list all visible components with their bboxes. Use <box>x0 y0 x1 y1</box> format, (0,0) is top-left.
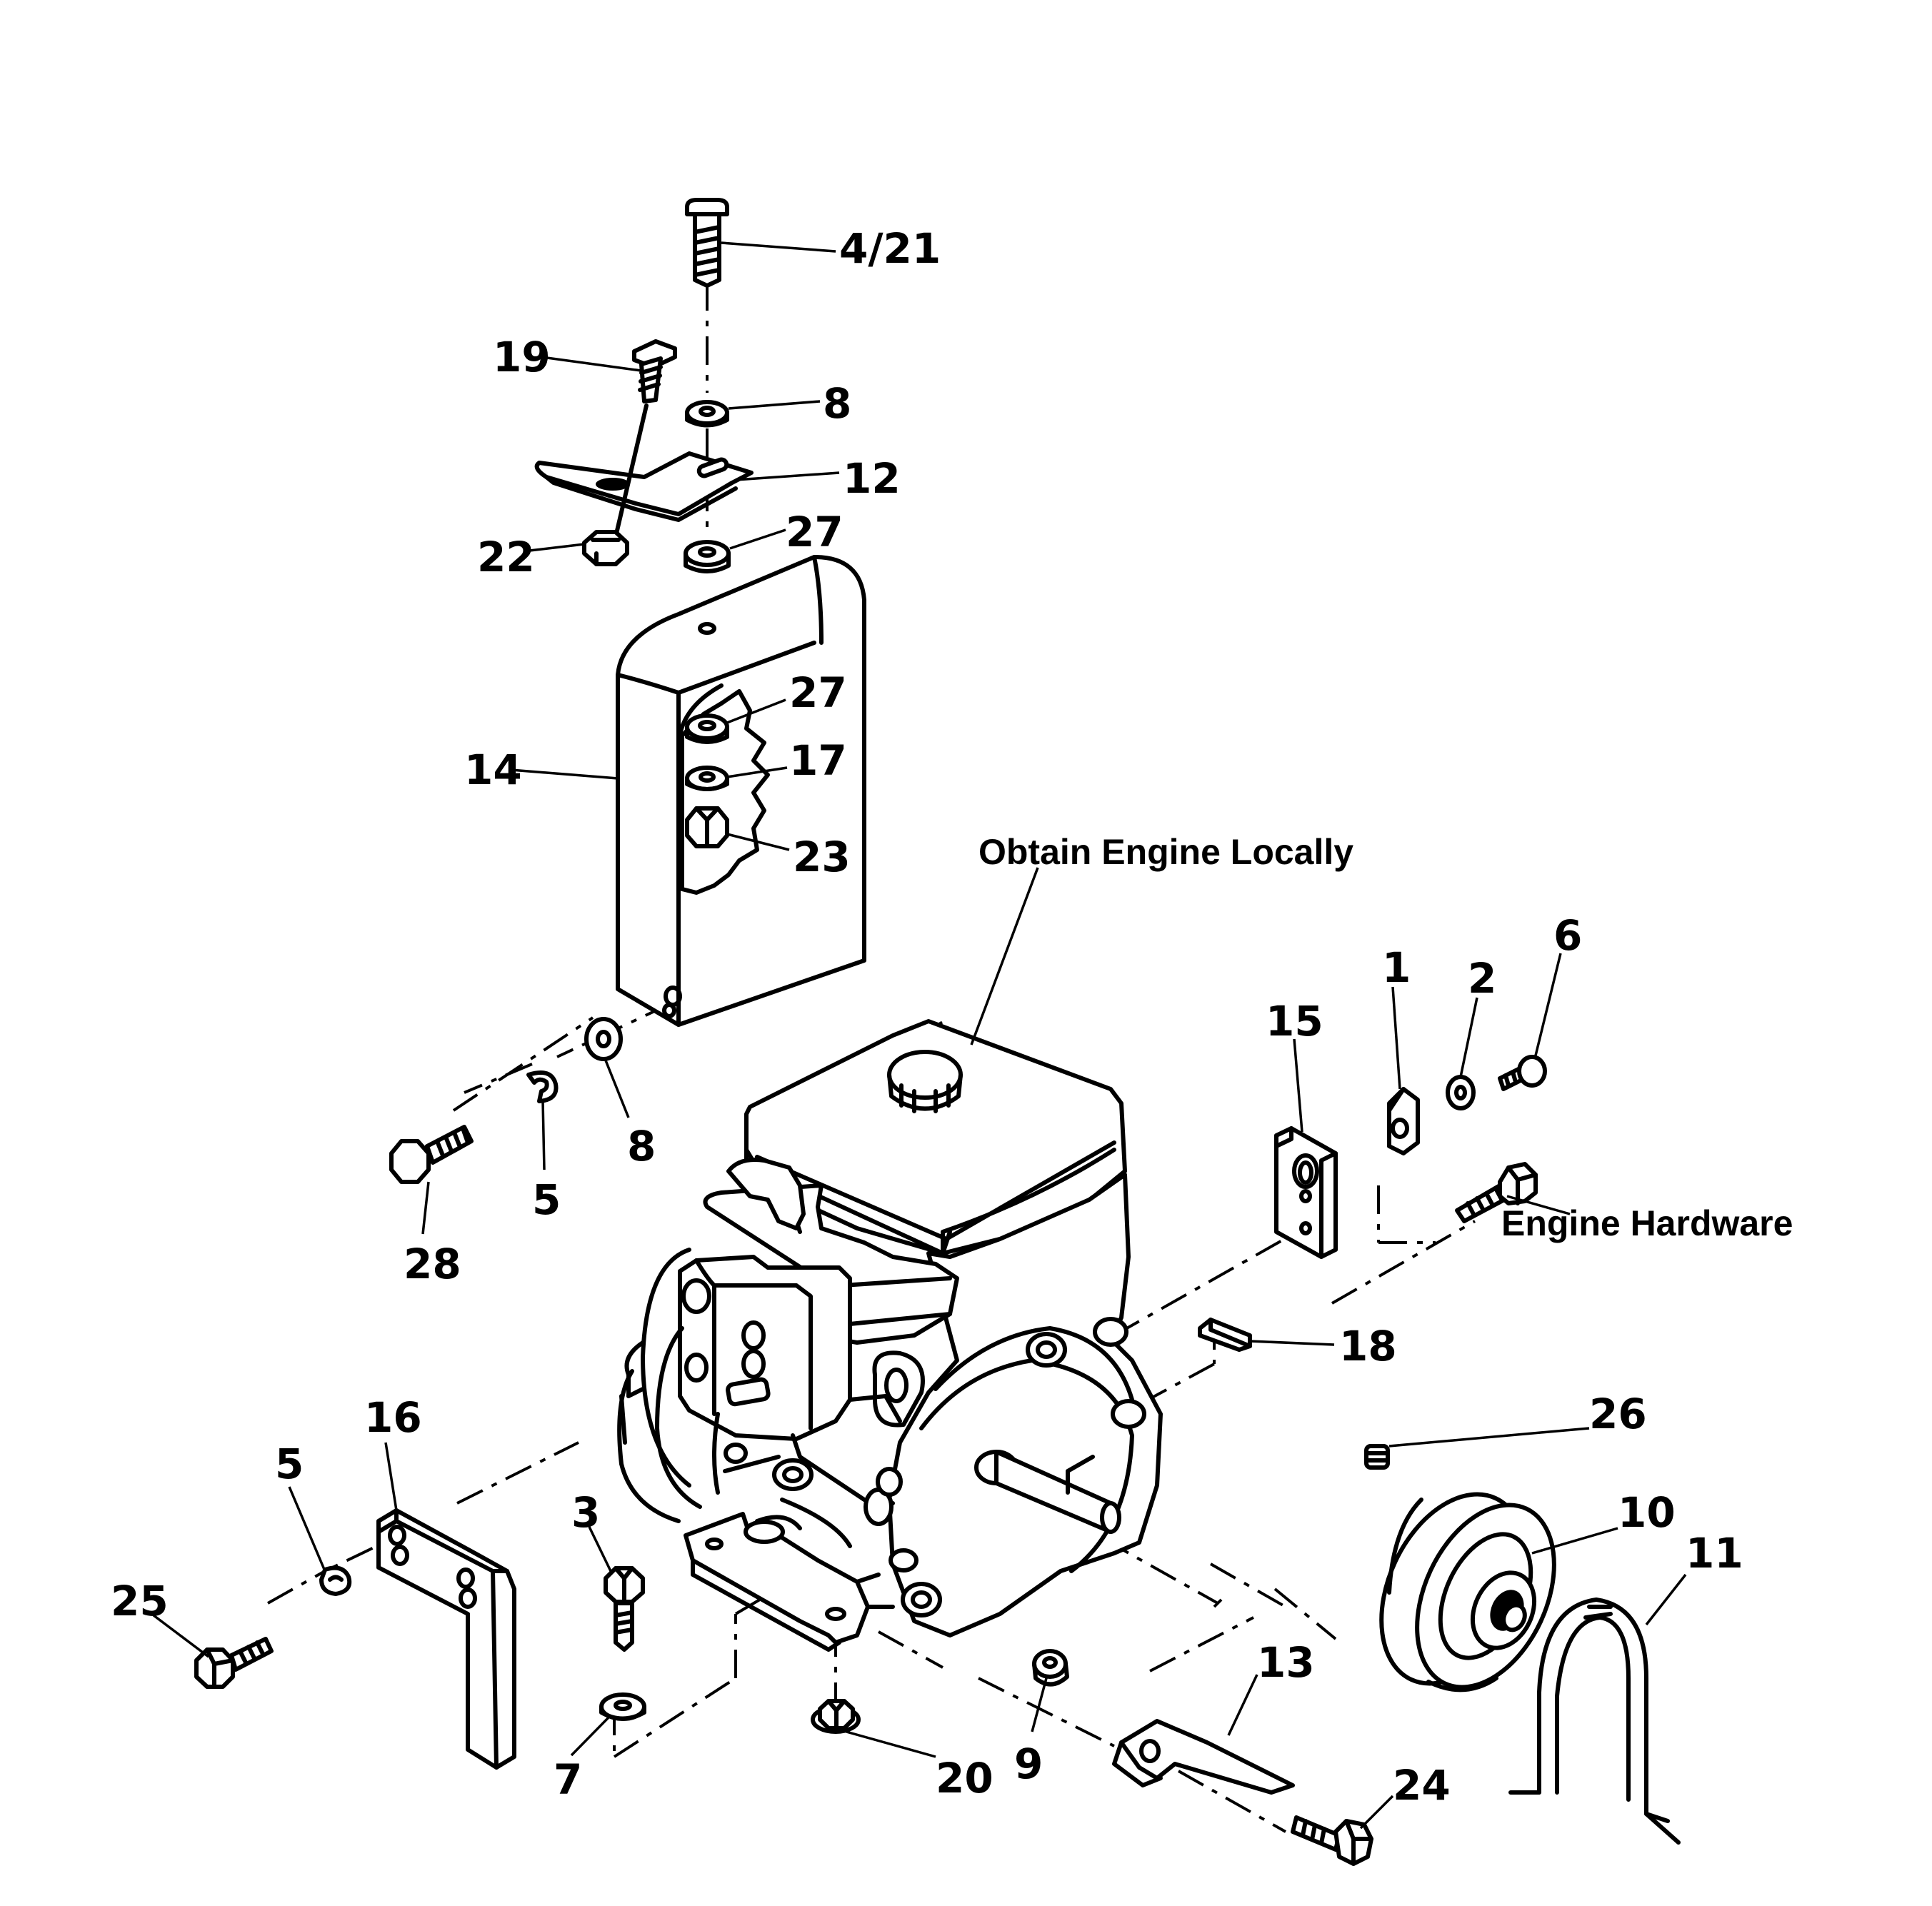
callout-27-top: 27 <box>786 508 844 556</box>
lock-washer-5-lower <box>319 1565 352 1596</box>
callout-24: 24 <box>1393 1761 1451 1810</box>
callout-5-upper: 5 <box>532 1175 561 1224</box>
bolt-28 <box>389 1125 474 1184</box>
callout-8-lower: 8 <box>627 1122 656 1170</box>
bolt-25 <box>194 1637 274 1689</box>
bracket-13 <box>1112 1719 1295 1795</box>
callout-25: 25 <box>111 1577 169 1625</box>
nut-22 <box>582 530 629 566</box>
callout-7: 7 <box>554 1755 582 1804</box>
callout-5-lower: 5 <box>275 1440 304 1488</box>
callout-23: 23 <box>793 833 851 881</box>
callout-4-21: 4/21 <box>839 224 941 273</box>
callout-15: 15 <box>1266 997 1323 1045</box>
washer-17 <box>685 766 729 791</box>
nut-23 <box>685 806 729 848</box>
callout-1: 1 <box>1382 943 1411 992</box>
spacer-9 <box>1032 1649 1069 1687</box>
spacer-27-top <box>684 540 731 573</box>
lock-washer-5-upper <box>526 1070 559 1103</box>
bolt-24 <box>1291 1815 1373 1866</box>
notes: Obtain Engine Locally Engine Hardware <box>978 832 1793 1243</box>
bracket-15 <box>1274 1126 1338 1259</box>
key-18 <box>1198 1318 1252 1352</box>
callout-11: 11 <box>1686 1529 1743 1578</box>
callout-6: 6 <box>1553 911 1582 960</box>
callout-3: 3 <box>571 1488 600 1537</box>
callout-28: 28 <box>404 1240 461 1288</box>
lock-washer-2 <box>1446 1075 1476 1110</box>
set-screw-26 <box>1364 1444 1390 1470</box>
bolt-4-21 <box>685 198 729 288</box>
callout-13: 13 <box>1257 1638 1315 1687</box>
washer-8-top <box>685 400 729 428</box>
bolt-19 <box>612 339 677 545</box>
clip-1 <box>1387 1087 1420 1155</box>
bolt-3 <box>604 1566 645 1652</box>
callout-8-top: 8 <box>823 379 851 428</box>
washer-8-lower <box>584 1017 623 1061</box>
callout-10: 10 <box>1618 1488 1676 1537</box>
bracket-16 <box>376 1508 516 1770</box>
callout-19: 19 <box>493 333 551 381</box>
callout-2: 2 <box>1468 954 1496 1003</box>
callout-16: 16 <box>364 1393 422 1442</box>
note-obtain-engine-locally: Obtain Engine Locally <box>978 832 1353 872</box>
belt-11 <box>1508 1597 1681 1845</box>
callout-20: 20 <box>936 1754 993 1802</box>
flange-nut-20 <box>811 1699 861 1734</box>
callout-9: 9 <box>1014 1740 1043 1788</box>
note-engine-hardware: Engine Hardware <box>1501 1203 1793 1243</box>
engine <box>617 1019 1163 1652</box>
callout-labels: 4/21 19 8 12 22 27 27 17 23 14 28 5 8 15… <box>111 224 1743 1810</box>
pulley-10 <box>1379 1492 1556 1692</box>
bracket-12 <box>534 451 754 522</box>
washer-7 <box>599 1692 646 1721</box>
screw-6 <box>1498 1055 1547 1091</box>
callout-12: 12 <box>843 454 901 503</box>
callout-14: 14 <box>464 746 522 794</box>
spacer-27-inner <box>685 713 729 744</box>
leader-lines <box>152 241 1687 1830</box>
engine-hardware-bolt <box>1455 1162 1538 1223</box>
callout-18: 18 <box>1339 1322 1397 1370</box>
callout-22: 22 <box>477 533 535 581</box>
cover-14 <box>616 555 866 1027</box>
callout-27-inner: 27 <box>789 668 847 717</box>
callout-26: 26 <box>1589 1390 1647 1438</box>
callout-17: 17 <box>789 736 847 785</box>
